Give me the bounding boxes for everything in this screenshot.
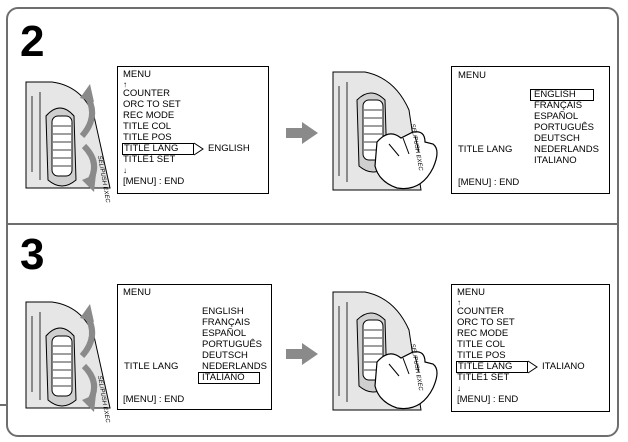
menu-title: MENU (123, 287, 151, 298)
menu-item: TITLE POS (457, 350, 506, 361)
menu-footer: [MENU] : END (458, 177, 520, 188)
step-number-3: 3 (20, 230, 45, 279)
camera-dial-push-icon: SEL/PUSH EXEC (332, 71, 438, 191)
page-edge-mark (0, 404, 7, 406)
menu-item: TITLE COL (123, 121, 172, 132)
language-option: ESPAÑOL (534, 111, 579, 122)
camera-dial-turn-icon: SEL/PUSH EXEC (25, 301, 111, 424)
selection-pointer-icon (193, 142, 204, 156)
scroll-down-arrow-icon: ↓ (457, 384, 461, 393)
menu-item-value: ITALIANO (542, 361, 585, 372)
language-option: DEUTSCH (202, 350, 248, 361)
menu-footer: [MENU] : END (123, 176, 185, 187)
language-option: ENGLISH (202, 306, 244, 317)
menu-item: ORC TO SET (457, 317, 515, 328)
scroll-up-arrow-icon: ↑ (123, 80, 127, 89)
menu-item: COUNTER (123, 88, 170, 99)
menu-item: REC MODE (457, 328, 509, 339)
selection-box (530, 89, 594, 101)
language-option: FRANÇAIS (202, 317, 251, 328)
language-option: NEDERLANDS (534, 144, 599, 155)
menu-item: TITLE POS (123, 132, 172, 143)
menu-footer: [MENU] : END (123, 394, 185, 405)
selection-box (122, 143, 194, 155)
language-option: ESPAÑOL (202, 328, 247, 339)
step-divider (6, 223, 619, 225)
language-option: ITALIANO (202, 372, 245, 383)
menu-item-selected: TITLE LANG (124, 143, 179, 154)
menu-title: MENU (123, 69, 151, 80)
menu-title: MENU (457, 287, 485, 298)
language-option: DEUTSCH (534, 133, 580, 144)
selection-pointer-icon (527, 360, 538, 374)
language-option: PORTUGUÊS (534, 122, 595, 133)
menu-title: MENU (458, 70, 486, 81)
menu-item-label: TITLE LANG (124, 361, 179, 372)
menu-item: ORC TO SET (123, 99, 181, 110)
next-step-arrow-icon (286, 122, 318, 144)
scroll-down-arrow-icon: ↓ (123, 166, 127, 175)
language-option: ENGLISH (534, 89, 576, 100)
menu-item: TITLE1 SET (123, 154, 176, 165)
menu-item-label: TITLE LANG (458, 144, 513, 155)
menu-item: TITLE COL (457, 339, 506, 350)
menu-item: TITLE1 SET (457, 372, 510, 383)
menu-item: COUNTER (457, 306, 504, 317)
scroll-up-arrow-icon: ↑ (457, 298, 461, 307)
menu-screen-language: MENU ENGLISH FRANÇAIS ESPAÑOL PORTUGUÊS … (117, 284, 272, 410)
language-option: ITALIANO (534, 155, 577, 166)
menu-screen-main: MENU ↑ COUNTER ORC TO SET REC MODE TITLE… (117, 66, 269, 194)
menu-footer: [MENU] : END (457, 394, 519, 405)
next-step-arrow-icon (286, 343, 318, 365)
camera-dial-turn-icon: SEL/PUSH EXEC (25, 81, 111, 204)
language-option: FRANÇAIS (534, 100, 583, 111)
step-number-2: 2 (20, 17, 45, 66)
menu-item: REC MODE (123, 110, 175, 121)
menu-item-selected: TITLE LANG (458, 361, 513, 372)
menu-screen-main: MENU ↑ COUNTER ORC TO SET REC MODE TITLE… (451, 284, 610, 412)
selection-box (198, 372, 260, 384)
menu-screen-language: MENU ENGLISH FRANÇAIS ESPAÑOL PORTUGUÊS … (451, 66, 610, 194)
menu-item-value: ENGLISH (208, 143, 250, 154)
camera-dial-push-icon: SEL/PUSH EXEC (332, 291, 438, 411)
language-option: PORTUGUÊS (202, 339, 263, 350)
language-option: NEDERLANDS (202, 361, 267, 372)
selection-box (456, 361, 528, 373)
